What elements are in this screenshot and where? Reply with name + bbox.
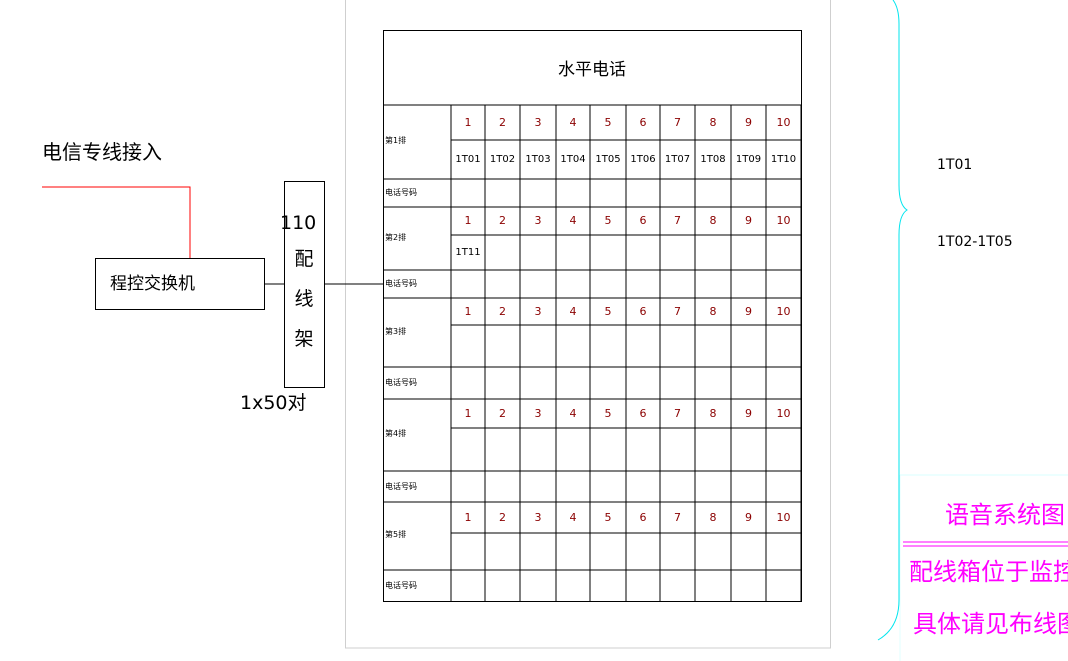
column-number: 6	[639, 115, 647, 129]
terminal-code: 1T02	[489, 153, 516, 165]
column-number: 2	[499, 115, 506, 129]
column-number: 7	[674, 214, 681, 227]
terminal-code: 1T06	[630, 153, 656, 165]
column-number: 10	[776, 510, 791, 524]
column-number: 10	[776, 115, 791, 129]
table-grid	[383, 30, 802, 602]
column-number: 5	[604, 304, 612, 318]
column-number: 1	[464, 510, 472, 524]
pbx-label: 程控交换机	[110, 274, 195, 294]
row-label: 第4排	[385, 429, 407, 438]
distribution-frame-box	[284, 181, 325, 388]
column-number: 6	[639, 406, 647, 420]
terminal-code: 1T07	[664, 153, 691, 165]
table-title: 水平电话	[558, 60, 626, 80]
column-number: 8	[709, 115, 717, 129]
column-number: 2	[499, 510, 506, 524]
frame-capacity: 1x50对	[240, 392, 307, 414]
frame-number: 110	[280, 212, 317, 234]
column-number: 1	[464, 214, 472, 227]
column-number: 5	[604, 510, 612, 524]
pbx-box	[95, 258, 265, 310]
phone-number-label: 电话号码	[385, 279, 417, 288]
column-number: 8	[709, 406, 717, 420]
terminal-code: 1T11	[455, 246, 481, 258]
column-number: 9	[745, 304, 752, 318]
column-number: 3	[534, 406, 542, 420]
terminal-code: 1T03	[525, 153, 551, 165]
phone-number-label: 电话号码	[385, 580, 417, 590]
column-number: 10	[776, 214, 791, 227]
column-number: 5	[604, 115, 612, 129]
column-number: 8	[709, 510, 717, 524]
row-label: 第3排	[385, 326, 407, 336]
phone-number-label: 电话号码	[385, 188, 417, 197]
phone-number-label: 电话号码	[385, 378, 417, 387]
column-number: 7	[674, 406, 681, 420]
column-number: 2	[499, 406, 506, 420]
column-number: 3	[534, 510, 542, 524]
column-number: 3	[534, 115, 542, 129]
title-block-note-2: 具体请见布线图	[913, 610, 1068, 638]
column-number: 7	[674, 510, 681, 524]
terminal-code: 1T05	[595, 153, 621, 165]
column-number: 4	[569, 214, 577, 227]
row-label: 第1排	[385, 136, 407, 145]
frame-char-3: 架	[294, 328, 314, 350]
column-number: 6	[639, 510, 647, 524]
telecom-input-line	[42, 186, 191, 258]
terminal-code: 1T09	[735, 153, 762, 165]
brace-label-1: 1T01	[937, 157, 973, 173]
brace-line	[877, 0, 908, 641]
column-number: 1	[464, 115, 472, 129]
column-number: 7	[674, 304, 681, 318]
terminal-code: 1T10	[770, 153, 797, 165]
column-number: 4	[569, 304, 577, 318]
column-number: 3	[534, 214, 542, 227]
brace-label-2: 1T02-1T05	[937, 234, 1013, 250]
column-number: 5	[604, 214, 612, 227]
terminal-code: 1T08	[700, 153, 726, 165]
column-number: 4	[569, 115, 577, 129]
column-number: 1	[464, 406, 472, 420]
column-number: 5	[604, 406, 612, 420]
column-number: 9	[745, 406, 752, 420]
column-number: 6	[639, 304, 647, 318]
column-number: 8	[709, 304, 717, 318]
terminal-code: 1T04	[560, 153, 586, 165]
column-number: 10	[776, 406, 791, 420]
frame-char-2: 线	[294, 288, 314, 310]
column-number: 3	[534, 304, 542, 318]
column-number: 1	[464, 304, 472, 318]
column-number: 9	[745, 510, 752, 524]
column-number: 7	[674, 115, 681, 129]
column-number: 6	[639, 214, 647, 227]
row-label: 第5排	[385, 530, 407, 539]
column-number: 2	[499, 214, 506, 227]
terminal-code: 1T01	[455, 153, 481, 165]
title-block-title: 语音系统图	[945, 501, 1065, 529]
telecom-input-label: 电信专线接入	[42, 140, 162, 164]
column-number: 9	[745, 214, 752, 227]
sheet-border	[345, 0, 831, 649]
column-number: 4	[569, 406, 577, 420]
column-number: 9	[745, 115, 752, 129]
column-number: 2	[499, 304, 506, 318]
row-label: 第2排	[385, 232, 407, 242]
phone-number-label: 电话号码	[385, 481, 417, 491]
frame-char-1: 配	[294, 248, 314, 270]
column-number: 10	[776, 304, 791, 318]
title-block-note-1: 配线箱位于监控室	[909, 558, 1068, 586]
column-number: 8	[709, 214, 717, 227]
column-number: 4	[569, 510, 577, 524]
